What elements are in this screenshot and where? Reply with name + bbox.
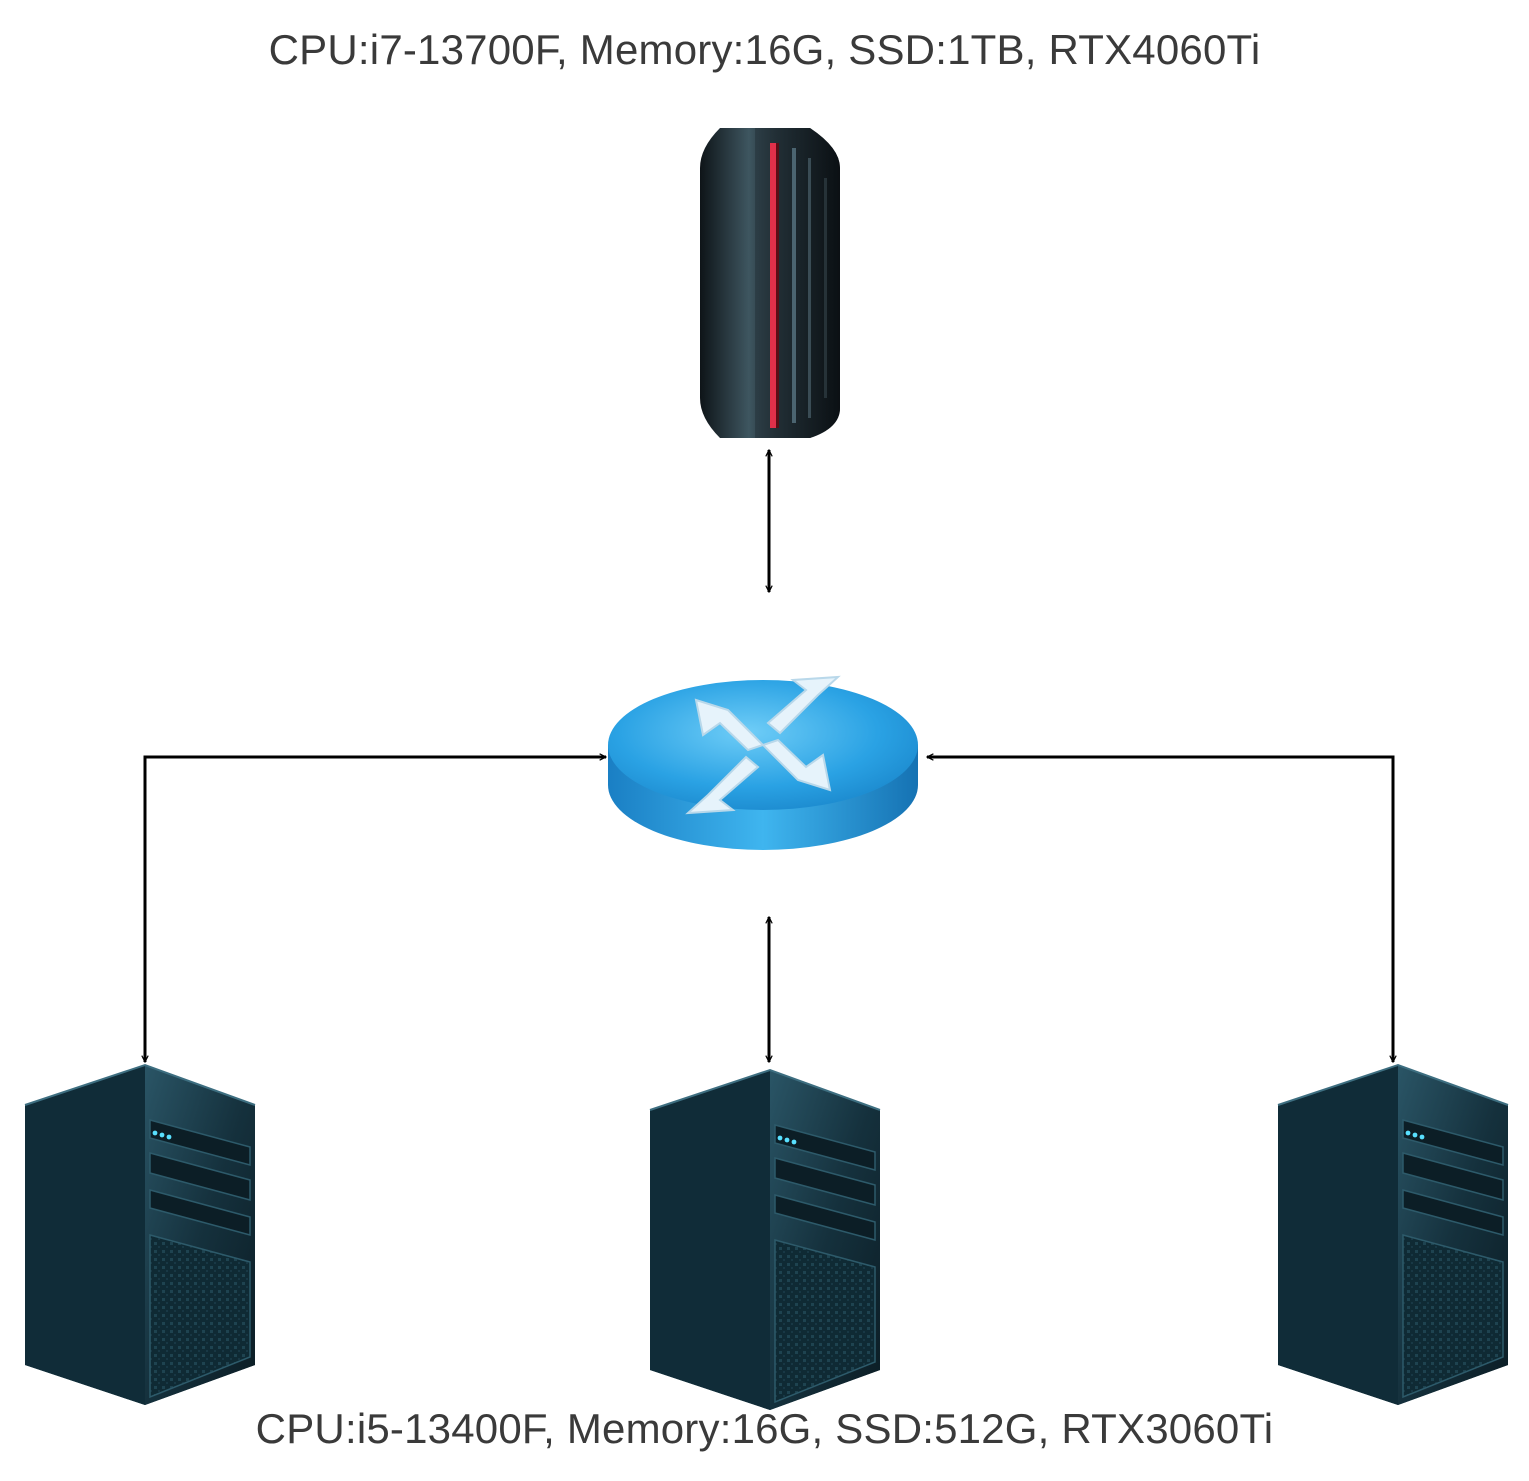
server-spec-label: CPU:i7-13700F, Memory:16G, SSD:1TB, RTX4… [268, 26, 1261, 73]
client-pc-left [24, 1064, 256, 1406]
server-rack-icon [700, 128, 840, 438]
tower-pc-icon [24, 1064, 256, 1406]
client-pc-center [649, 1069, 881, 1411]
router-icon [608, 675, 918, 850]
edge-router-client-right [927, 757, 1393, 1062]
tower-pc-icon [649, 1069, 881, 1411]
client-pc-right [1277, 1064, 1509, 1406]
client-spec-label: CPU:i5-13400F, Memory:16G, SSD:512G, RTX… [255, 1405, 1274, 1452]
edge-router-client-left [145, 757, 606, 1062]
tower-pc-icon [1277, 1064, 1509, 1406]
